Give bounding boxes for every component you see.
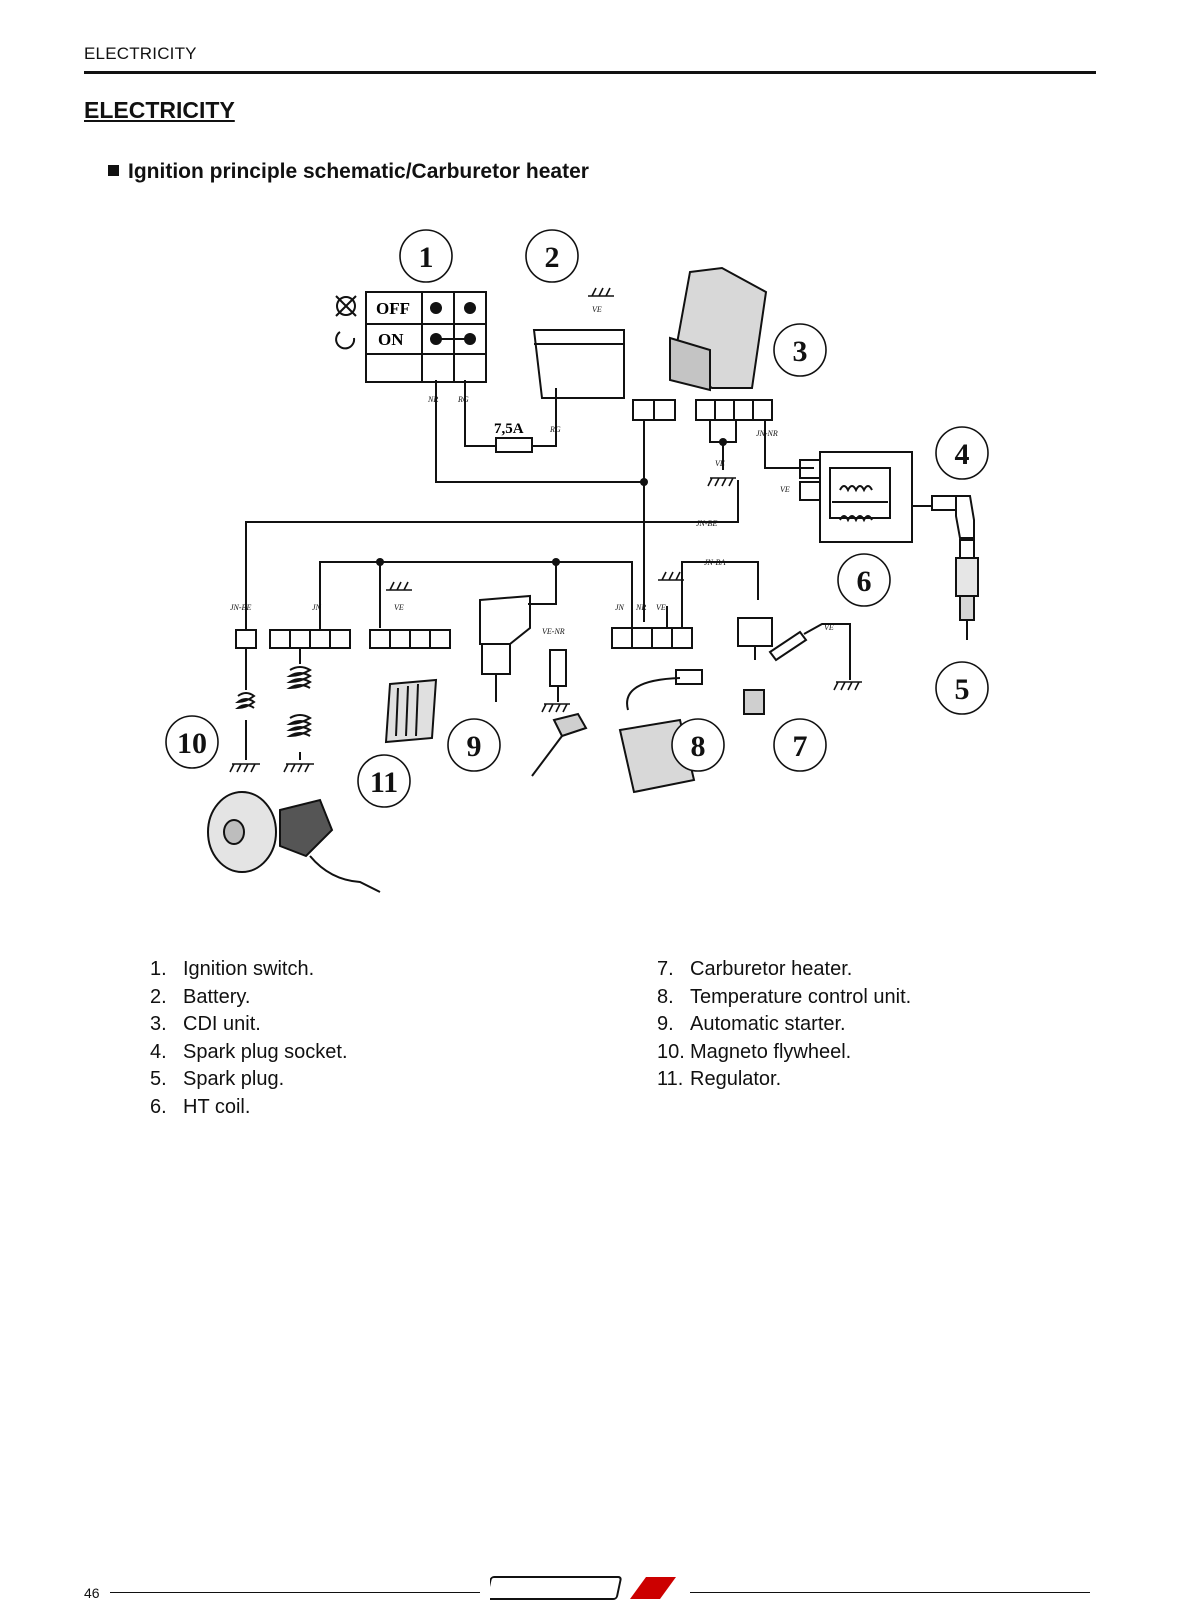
ignition-schematic: OFF ON 7,5A NR RG RG VE JN-NR VE VE JN-B… [165, 229, 989, 893]
legend-right: 7. Carburetor heater. 8. Temperature contr… [657, 956, 911, 1094]
legend-item: 2. Battery. [150, 984, 348, 1012]
legend-num: 10. [657, 1040, 685, 1063]
legend-item: 7. Carburetor heater. [657, 956, 911, 984]
legend-num: 3. [150, 1013, 167, 1035]
legend-item: 4. Spark plug socket. [150, 1039, 348, 1067]
callout-9: 9 [467, 730, 482, 763]
wire-label: NR [427, 395, 438, 404]
header-rule [84, 71, 1096, 74]
automatic-starter [479, 594, 531, 645]
spark-plug-socket [931, 495, 957, 511]
legend-num: 9. [657, 1013, 674, 1035]
legend-text: HT coil. [183, 1095, 251, 1118]
wire-rg-battery [532, 388, 557, 447]
fuse [495, 437, 533, 453]
legend-text: Ignition switch. [183, 958, 315, 980]
wire-jn-be [245, 480, 739, 630]
wire-rg [464, 380, 496, 447]
legend-item: 10.Magneto flywheel. [657, 1039, 911, 1067]
wire-jn-bus [319, 561, 633, 630]
wire-label: NR [635, 603, 646, 612]
spark-plug [959, 539, 975, 559]
wire-label: VE [715, 459, 725, 468]
legend-left: 1. Ignition switch. 2. Battery. 3. CDI unit… [150, 956, 348, 1121]
carburetor-heater [737, 617, 773, 647]
section-title: ELECTRICITY [84, 97, 235, 123]
legend-text: Spark plug. [183, 1068, 285, 1090]
wire-label: RG [457, 395, 469, 404]
callout-11: 11 [370, 766, 398, 799]
legend-text: Carburetor heater. [690, 958, 853, 980]
subsection-title-text: Ignition principle schematic/Carburetor … [128, 160, 589, 183]
legend-text: Temperature control unit. [690, 985, 912, 1008]
wire-label: VE [656, 603, 666, 612]
wire-label: VE [394, 603, 404, 612]
wire-label: VE [824, 623, 834, 632]
callout-8: 8 [691, 730, 706, 763]
ht-coil [819, 451, 913, 543]
wire-label: JN-NR [756, 429, 778, 438]
running-head: ELECTRICITY [84, 44, 197, 63]
wire-nr [435, 380, 644, 483]
callout-2: 2 [545, 241, 560, 274]
legend-item: 9. Automatic starter. [657, 1011, 911, 1039]
footer-rule-left [110, 1592, 480, 1593]
wire-label: VE [780, 485, 790, 494]
legend-item: 6. HT coil. [150, 1094, 348, 1122]
wire-jn-ba [681, 561, 759, 628]
legend-num: 6. [150, 1095, 167, 1118]
wire-label: JN [312, 603, 322, 612]
switch-off-label: OFF [376, 299, 410, 318]
callout-10: 10 [177, 727, 207, 760]
regulator [384, 678, 438, 744]
callout-4: 4 [955, 438, 970, 471]
subsection-title: Ignition principle schematic/Carburetor … [108, 160, 589, 184]
legend-text: CDI unit. [183, 1013, 261, 1035]
legend-text: Regulator. [690, 1068, 782, 1090]
legend-num: 5. [150, 1068, 167, 1090]
wire-label: JN-BE [230, 603, 251, 612]
callout-5: 5 [955, 673, 970, 706]
legend-num: 1. [150, 958, 167, 980]
wire-label: JN [615, 603, 625, 612]
legend-item: 11. Regulator. [657, 1066, 911, 1094]
ignition-on-icon [335, 331, 356, 350]
wire-jn-nr [764, 420, 814, 469]
vivacity-logo [490, 1576, 676, 1600]
callout-7: 7 [793, 730, 808, 763]
legend-text: Battery. [183, 985, 251, 1008]
fuse-label: 7,5A [494, 421, 524, 437]
bullet-icon [108, 165, 119, 176]
battery [532, 329, 625, 399]
footer-rule-right [690, 1592, 1090, 1593]
legend-num: 2. [150, 985, 167, 1008]
legend-item: 5. Spark plug. [150, 1066, 348, 1094]
ignition-off-icon [336, 296, 356, 316]
legend-text: Automatic starter. [690, 1013, 846, 1035]
wire-label: VE-NR [542, 627, 565, 636]
wire-label: RG [549, 425, 561, 434]
legend-num: 7. [657, 958, 674, 980]
legend-text: Magneto flywheel. [690, 1040, 852, 1063]
legend-num: 11. [657, 1068, 684, 1090]
switch-on-label: ON [378, 330, 404, 349]
legend-item: 8. Temperature control unit. [657, 984, 911, 1012]
callout-1: 1 [419, 241, 434, 274]
callout-3: 3 [793, 335, 808, 368]
wire-label: VE [592, 305, 602, 314]
wire-label: JN-BA [704, 558, 725, 567]
legend-text: Spark plug socket. [183, 1040, 348, 1063]
legend-num: 8. [657, 985, 674, 1008]
callout-6: 6 [857, 565, 872, 598]
legend-num: 4. [150, 1040, 167, 1063]
wire-label: JN-BE [696, 519, 717, 528]
ignition-switch-box [365, 291, 487, 383]
legend-item: 1. Ignition switch. [150, 956, 348, 984]
legend-item: 3. CDI unit. [150, 1011, 348, 1039]
page-number: 46 [84, 1585, 100, 1601]
